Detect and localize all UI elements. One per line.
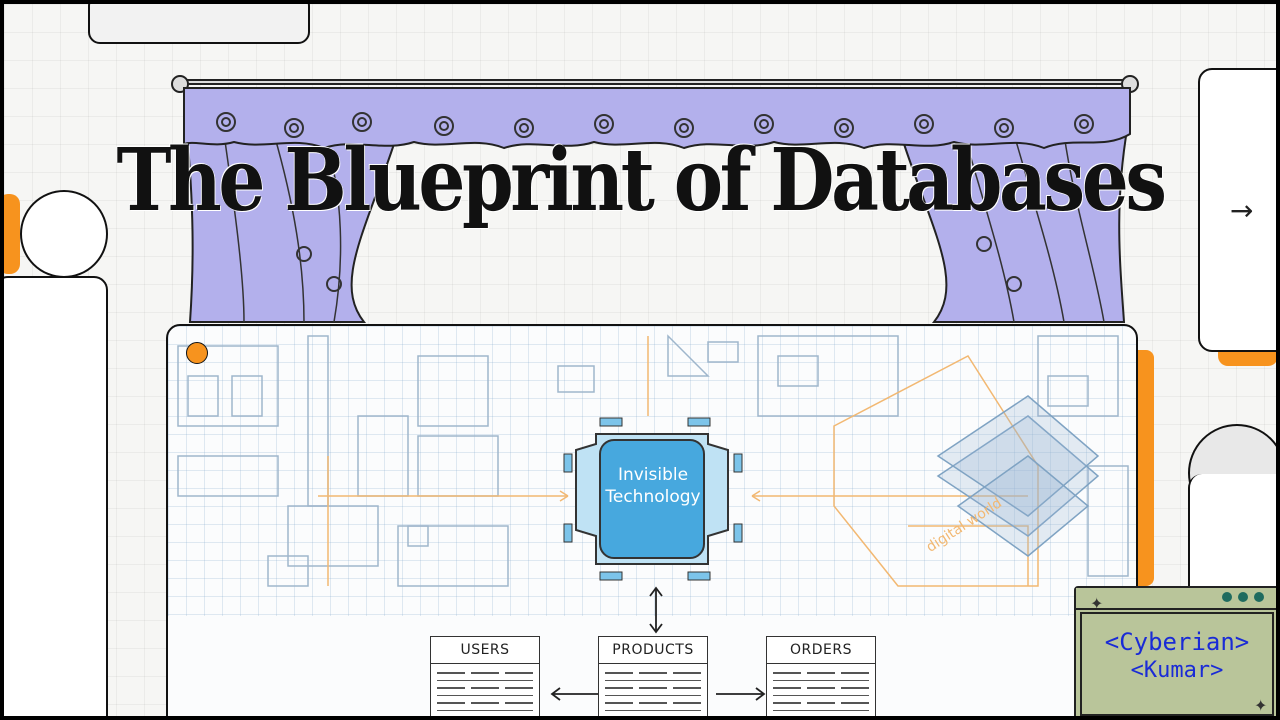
badge-name-line2: <Kumar>	[1130, 658, 1224, 683]
blueprint-board: Invisible Technology digital world	[166, 324, 1138, 716]
left-orange-accent	[4, 194, 20, 274]
channel-badge: <Cyberian> <Kumar> ✦ ✦	[1074, 586, 1276, 716]
badge-name-line1: <Cyberian>	[1104, 628, 1250, 656]
left-panel-card	[4, 276, 108, 716]
products-table-card: PRODUCTS	[598, 636, 708, 716]
page-title: The Blueprint of Databases	[116, 130, 1167, 231]
badge-dot-icon	[1254, 592, 1264, 602]
products-table-header: PRODUCTS	[599, 637, 707, 664]
badge-dot-icon	[1222, 592, 1232, 602]
users-table-card: USERS	[430, 636, 540, 716]
scene-canvas: → T	[4, 4, 1276, 716]
next-arrow-icon[interactable]: →	[1230, 194, 1254, 227]
blueprint-drawing	[177, 334, 1129, 701]
badge-titlebar	[1076, 588, 1276, 610]
invisible-technology-label: Invisible Technology	[605, 465, 701, 507]
top-tab-card	[88, 4, 310, 44]
orders-table-header: ORDERS	[767, 637, 875, 664]
users-table-header: USERS	[431, 637, 539, 664]
orders-table-card: ORDERS	[766, 636, 876, 716]
sparkle-icon: ✦	[1254, 696, 1268, 715]
right-panel-card	[1198, 68, 1276, 352]
badge-dot-icon	[1238, 592, 1248, 602]
badge-screen	[1080, 612, 1274, 716]
left-circle	[20, 190, 108, 278]
board-orange-dot	[186, 342, 208, 364]
stage-curtain	[171, 75, 1139, 323]
sparkle-icon: ✦	[1090, 594, 1104, 613]
